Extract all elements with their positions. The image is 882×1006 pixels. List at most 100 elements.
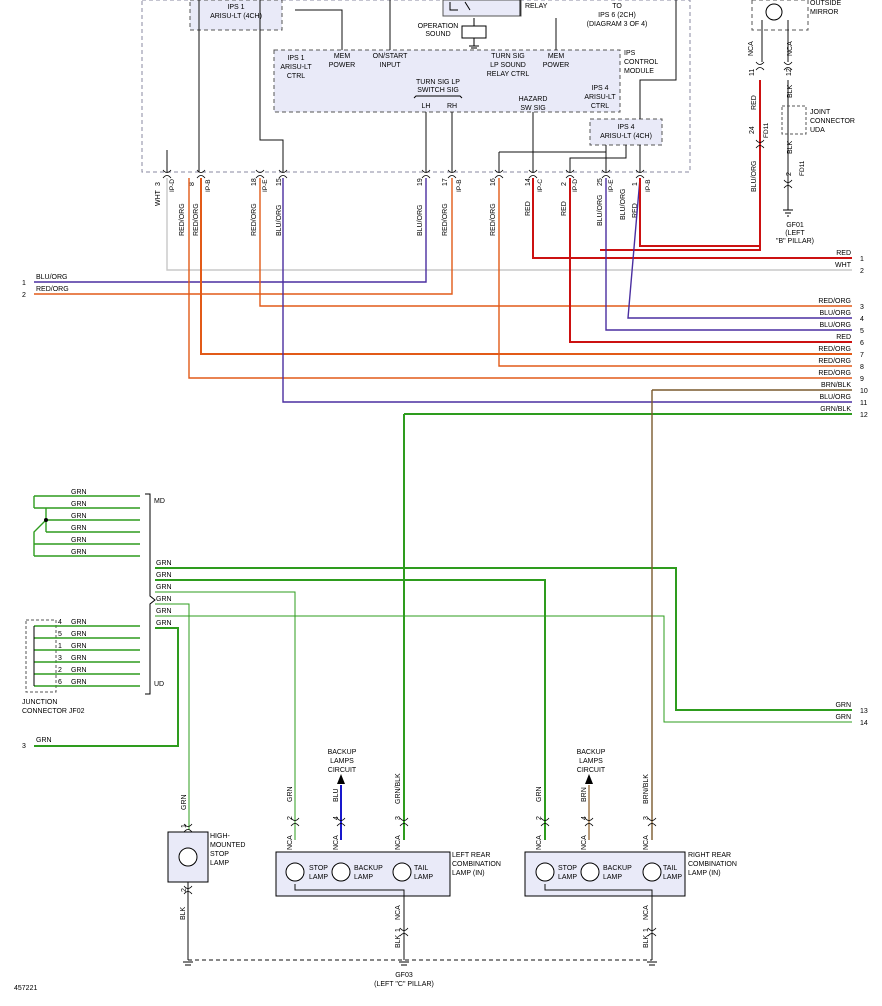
right-connectors: RED 1 WHT 2 RED/ORG 3 BLU/ORG 4 BLU/ORG …	[818, 250, 868, 727]
ips4-ctrl-c: CTRL	[591, 103, 609, 110]
high-mounted-a: HIGH-	[210, 833, 231, 840]
lh-rh-bracket	[413, 95, 463, 99]
mirror-pin-2: 2	[786, 172, 793, 176]
to-ips6-label-1: TO	[612, 3, 622, 10]
nca-2: NCA	[333, 835, 340, 850]
nca-3: NCA	[395, 835, 402, 850]
on-start-b: INPUT	[380, 62, 402, 69]
figure-number: 457221	[14, 985, 37, 992]
right-label-4: BLU/ORG	[819, 310, 851, 317]
wire-label-redorg-5: RED/ORG	[490, 203, 497, 236]
right-stop-bulb-icon	[535, 862, 555, 882]
joint-uda-a: JOINT	[810, 109, 831, 116]
wire-red-mirror	[639, 178, 760, 247]
ud-pin-1: 4	[58, 619, 62, 626]
md-label-5: GRN	[71, 537, 87, 544]
wire-label-redorg-4: RED/ORG	[442, 203, 449, 236]
wire-label-redorg-2: RED/ORG	[193, 203, 200, 236]
wire-label-red-1: RED	[525, 201, 532, 216]
bottom-lamps: BACKUP LAMPS CIRCUIT BACKUP LAMPS CIRCUI…	[167, 390, 737, 988]
mem-power-1-b: POWER	[329, 62, 355, 69]
ud-pin-2: 5	[58, 631, 62, 638]
nca-labels: NCA NCA NCA NCA NCA NCA NCA NCA	[287, 835, 650, 920]
left-arrow-icon	[337, 774, 345, 784]
relay-label: RELAY	[525, 3, 548, 10]
md-label: MD	[154, 498, 165, 505]
jp-ipe-1: IP-E	[262, 179, 269, 192]
ud-wire-labels: GRN GRN GRN GRN GRN GRN	[71, 619, 87, 686]
right-tail-b: LAMP	[663, 874, 682, 881]
mem-power-2-b: POWER	[543, 62, 569, 69]
ground-icon-2	[399, 961, 409, 966]
right-brn-label: BRN	[581, 787, 588, 802]
mem-power-2-a: MEM	[548, 53, 565, 60]
gf03-a: GF03	[395, 972, 413, 979]
pin-8: 8	[189, 182, 196, 186]
ips-control-module-area: IPS 1 ARISU-LT (4CH) RELAY OPERATION SOU…	[141, 0, 855, 251]
ips4-ctrl-a: IPS 4	[591, 85, 608, 92]
right-rear-c: LAMP (IN)	[688, 870, 721, 877]
wire-bluorg-4	[627, 177, 852, 319]
ud-pin-5: 2	[58, 667, 62, 674]
ud-pin-6: 6	[58, 679, 62, 686]
outside-mirror-label-1: OUTSIDE	[810, 0, 841, 7]
high-mounted-d: LAMP	[210, 860, 229, 867]
operation-sound-label-1: OPERATION	[418, 23, 459, 30]
right-label-3: RED/ORG	[818, 298, 851, 305]
ips1-top-label-2: ARISU-LT (4CH)	[210, 13, 262, 20]
splice-label-5: GRN	[156, 608, 172, 615]
left-blu-label: BLU	[333, 788, 340, 802]
backup-right-b: LAMPS	[579, 758, 603, 765]
ips4-inner-a: IPS 4	[617, 124, 634, 131]
wire-wht-2	[166, 178, 852, 271]
sound-box	[461, 25, 487, 39]
right-num-13: 13	[860, 708, 868, 715]
right-label-9: RED/ORG	[818, 370, 851, 377]
wire-label-bluorg-4: BLU/ORG	[620, 188, 627, 220]
sound-ground-icon	[469, 38, 479, 49]
ud-label-4: GRN	[71, 655, 87, 662]
jp-ipb-2: IP-B	[456, 179, 463, 192]
mirror-fd11-a: FD11	[763, 122, 770, 138]
pin-14: 14	[525, 178, 532, 186]
wire-bluorg-5	[605, 178, 852, 331]
wire-label-red-3: RED	[632, 203, 639, 218]
left-stop-bulb-icon	[285, 862, 305, 882]
wire-label-bluorg-3: BLU/ORG	[597, 194, 604, 226]
left-stop-b: LAMP	[309, 874, 328, 881]
turn-sig-lp-b: LP SOUND	[490, 62, 526, 69]
md-wire-labels: GRN GRN GRN GRN GRN GRN	[71, 489, 87, 556]
ips-control-module-box	[273, 49, 621, 113]
pin-15: 15	[276, 178, 283, 186]
turn-sig-switch-a: TURN SIG LP	[416, 79, 460, 86]
to-ips6-label-3: (DIAGRAM 3 OF 4)	[587, 21, 648, 28]
md-label-1: GRN	[71, 489, 87, 496]
wire-redorg-left2	[34, 178, 453, 295]
turn-sig-lp-c: RELAY CTRL	[487, 71, 530, 78]
high-mounted-bulb-icon	[178, 847, 198, 867]
mirror-nca-1: NCA	[748, 41, 755, 56]
right-num-2: 2	[860, 268, 864, 275]
mirror-pin-24: 24	[749, 126, 756, 134]
right-label-10: BRN/BLK	[821, 382, 851, 389]
outside-mirror-label-2: MIRROR	[810, 9, 838, 16]
md-label-3: GRN	[71, 513, 87, 520]
relay-switch-icon	[449, 1, 471, 11]
harness-wires	[34, 177, 852, 415]
right-tail-a: TAIL	[663, 865, 677, 872]
left-grnblk-label: GRN/BLK	[395, 773, 402, 804]
mirror-red-label: RED	[751, 95, 758, 110]
ips1-top-label-1: IPS 1	[227, 4, 244, 11]
left-conn-num-2: 2	[22, 292, 26, 299]
joint-uda-b: CONNECTOR	[810, 118, 855, 125]
gf01-b: (LEFT	[785, 230, 805, 237]
jp-ipd-1: IP-D	[169, 179, 176, 192]
nca-6: NCA	[643, 835, 650, 850]
splice-label-4: GRN	[156, 596, 172, 603]
right-label-12: GRN/BLK	[820, 406, 851, 413]
ud-label-6: GRN	[71, 679, 87, 686]
ips4-inner-b: ARISU-LT (4CH)	[600, 133, 652, 140]
ground-icon-3	[647, 961, 657, 966]
wire-label-redorg-3: RED/ORG	[251, 203, 258, 236]
